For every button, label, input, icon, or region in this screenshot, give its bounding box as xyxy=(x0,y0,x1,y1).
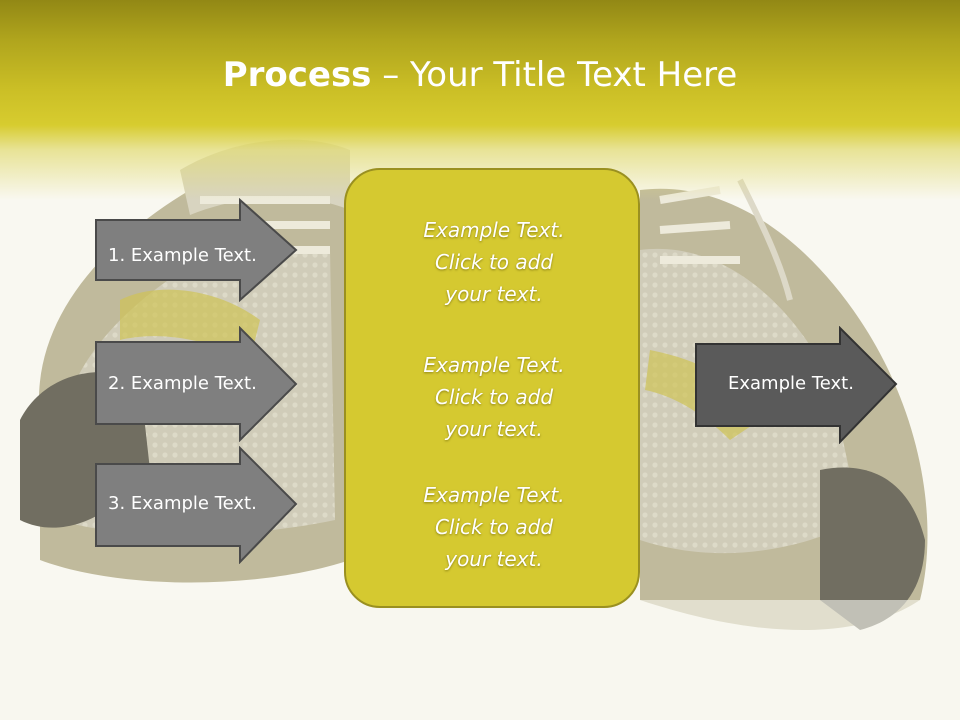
center-text-block-1: Example Text. Click to add your text. xyxy=(346,214,642,310)
center-text-line: Example Text. xyxy=(423,218,565,242)
center-text-block-2: Example Text. Click to add your text. xyxy=(346,349,642,445)
center-text-line: your text. xyxy=(445,282,543,306)
right-arrow[interactable]: Example Text. xyxy=(694,326,900,444)
arrow-right-shape-icon xyxy=(695,326,898,444)
center-text-block-3: Example Text. Click to add your text. xyxy=(346,479,642,575)
header-band xyxy=(0,0,960,200)
left-arrow-2[interactable]: 2. Example Text. xyxy=(94,326,300,442)
right-arrow-label: Example Text. xyxy=(728,373,854,394)
slide-title: Process – Your Title Text Here xyxy=(0,52,960,98)
center-content-box[interactable]: Example Text. Click to add your text. Ex… xyxy=(344,168,640,608)
left-arrow-1[interactable]: 1. Example Text. xyxy=(94,198,300,302)
left-arrow-label: 1. Example Text. xyxy=(108,245,257,266)
center-text-line: Click to add xyxy=(434,250,554,274)
center-text-line: Example Text. xyxy=(423,483,565,507)
left-arrow-3[interactable]: 3. Example Text. xyxy=(94,446,300,564)
center-text-line: Example Text. xyxy=(423,353,565,377)
center-text-line: Click to add xyxy=(434,515,554,539)
center-text-line: your text. xyxy=(445,417,543,441)
center-text-line: your text. xyxy=(445,547,543,571)
title-rest-part: – Your Title Text Here xyxy=(371,55,738,95)
center-text-line: Click to add xyxy=(434,385,554,409)
arrow-right-shape-icon xyxy=(95,446,298,564)
arrow-right-shape-icon xyxy=(95,326,298,442)
left-arrow-label: 2. Example Text. xyxy=(108,373,257,394)
left-arrow-label: 3. Example Text. xyxy=(108,493,257,514)
arrow-right-shape-icon xyxy=(95,198,298,302)
title-bold-part: Process xyxy=(222,55,372,95)
